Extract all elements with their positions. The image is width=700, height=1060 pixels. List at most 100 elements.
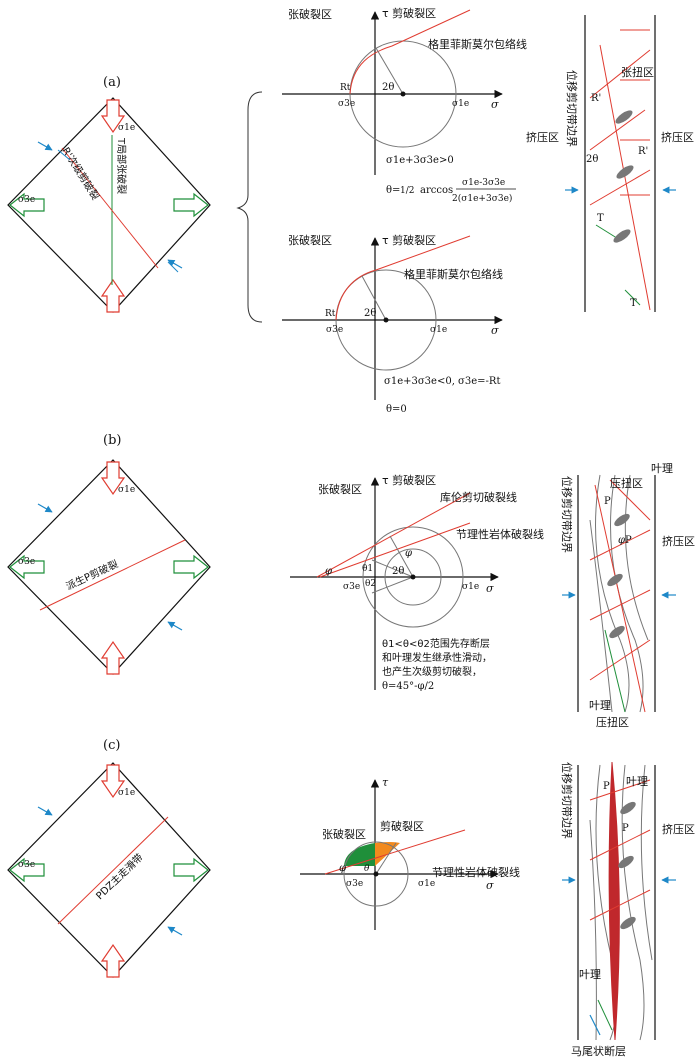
condition-label-a2: σ1e+3σ3e<0, σ3e=-Rt [384,376,500,387]
shear-zone-label-b: τ 剪破裂区 [382,473,436,487]
zone-a-green-2 [624,289,641,306]
panel-c-label: (c) [103,738,120,753]
lens-c-1 [620,801,636,815]
sigma1-arrow-bottom-b [100,640,126,675]
pdz-line-c [57,816,169,925]
eq-denominator-label: 2(σ1e+3σ3e) [452,193,512,204]
press-zone-right-c: 挤压区 [662,822,695,836]
radius-line-b2 [371,559,414,578]
press-zone-right-a: 挤压区 [661,130,694,144]
foliation-b-4 [589,519,613,713]
lens-b-2 [607,573,623,587]
boundary-label-b: 位移剪切带边界 [560,476,574,553]
lens-c-3 [620,916,636,930]
sigma-label-a2: σ [491,324,499,337]
zone-a-red-3 [589,109,646,151]
two-theta-label-b: 2θ [392,566,404,577]
lens-a-2 [616,165,634,179]
radius-line-a1 [375,47,404,95]
coulomb-label-b: 库伦剪切破裂线 [440,490,517,504]
joint-line-c [324,829,466,875]
coulomb-line-b [316,492,471,578]
sigma3-label-a: σ3e [18,195,35,205]
panel-a-label: (a) [103,75,121,90]
t-label-zone-a2: T [630,298,637,309]
mohr-circle-inner-b [384,548,442,606]
condition-label-a1: σ1e+3σ3e>0 [386,155,454,166]
brace-a [236,91,263,323]
r-prime-2-a: R' [638,146,648,157]
mohr-diagram-b: 张破裂区 τ 剪破裂区 库伦剪切破裂线 节理性岩体破裂线 φ φ 2θ θ1 θ… [290,473,544,692]
note2-b: 和叶理发生继承性滑动， [382,651,492,664]
s1-label-c: σ1e [418,879,435,889]
lens-a-3 [613,229,631,243]
press-zone-right-b: 挤压区 [662,534,695,548]
boundary-label-c: 位移剪切带边界 [560,762,574,839]
r-prime-1-a: R' [591,93,601,104]
shear-arrow-br-b [167,621,183,631]
sigma1-label-a: σ1e [118,123,135,133]
circle-center-c [373,871,379,877]
sigma3-arrow-right-b [173,554,209,580]
zone-b-red-3 [589,529,651,561]
zone-b-red-5 [589,639,651,681]
press-zone-left-a: 挤压区 [526,130,559,144]
zone-a-red-1 [599,44,651,311]
foliation-b-3 [624,474,649,641]
tension-zone-label-b: 张破裂区 [318,482,362,496]
joint-line-b [319,522,471,578]
sigma1-arrow-top-c [100,764,126,799]
circle-center-a1 [400,91,406,97]
zone-a-red-2 [589,49,651,99]
mohr-circle-outer-b [362,526,464,628]
shear-arrow-tl-c [37,806,53,816]
pdz-label: PDZ主走滑带 [94,851,146,902]
eq-half-label: 1/2 [400,186,414,196]
radius-line-a2 [361,275,387,321]
sigma3-arrow-left-c [9,857,45,883]
note1-b: θ1<θ<θ2范围先存断层 [382,637,490,650]
s3-label-b: σ3e [343,582,360,592]
sigma-label-b: σ [486,582,494,595]
sigma3-arrow-right-a [173,192,209,218]
zone-c-red-1 [589,779,651,801]
s1-label-a2: σ1e [430,325,447,335]
two-theta-label-a1: 2θ [382,82,394,93]
foliation-c-4 [640,764,653,961]
note4-b: θ=45°-φ/2 [382,681,434,692]
lens-b-1 [614,513,630,527]
tension-zone-label-a2: 张破裂区 [288,233,332,247]
radius-line-b [389,535,414,578]
panel-b-label: (b) [103,433,121,448]
phi2-label-b: φ [405,548,412,559]
p1-label-b: P [604,496,611,507]
theta2-label-b: θ2 [365,579,376,589]
sigma1-arrow-top-a [100,99,126,134]
zone-b-red-1 [594,484,646,713]
zone-c-blue-1 [589,1014,601,1036]
shear-arrow-br-c [167,926,183,936]
rt-label-a1: Rt [340,83,351,93]
shear-half-arrow-a2 [167,261,179,273]
press-tt-bot-b: 压扭区 [596,715,629,729]
p2-label-c: P [622,823,629,834]
foliation-bot-c: 叶理 [579,968,601,981]
griffith-envelope-a2 [335,235,471,321]
boundary-label-a: 位移剪切带边界 [565,70,579,147]
foliation-b-2 [610,474,644,713]
sigma1-arrow-top-b [100,461,126,496]
panel-b: (b) σ1e σ3e 派生P剪破裂 张破裂区 τ 剪破裂区 库伦剪切破裂线 节… [7,433,695,729]
zone-c-green-1 [597,999,613,1031]
zone-sketch-c: 位移剪切带边界 叶理 挤压区 P P 叶理 马尾状断层 [560,761,695,1058]
shear-arrow-br-a [167,259,183,269]
p-fracture-line-b [39,539,186,611]
zone-c-red-3 [589,889,651,921]
s3-label-c: σ3e [346,879,363,889]
foliation-b-1 [595,474,630,713]
lens-a-1 [615,110,633,124]
note3-b: 也产生次级剪切破裂， [382,665,482,678]
foliation-bot-b: 叶理 [589,699,611,712]
press-tt-top-b: 压扭区 [610,476,643,490]
p1-label-c: P [603,781,610,792]
